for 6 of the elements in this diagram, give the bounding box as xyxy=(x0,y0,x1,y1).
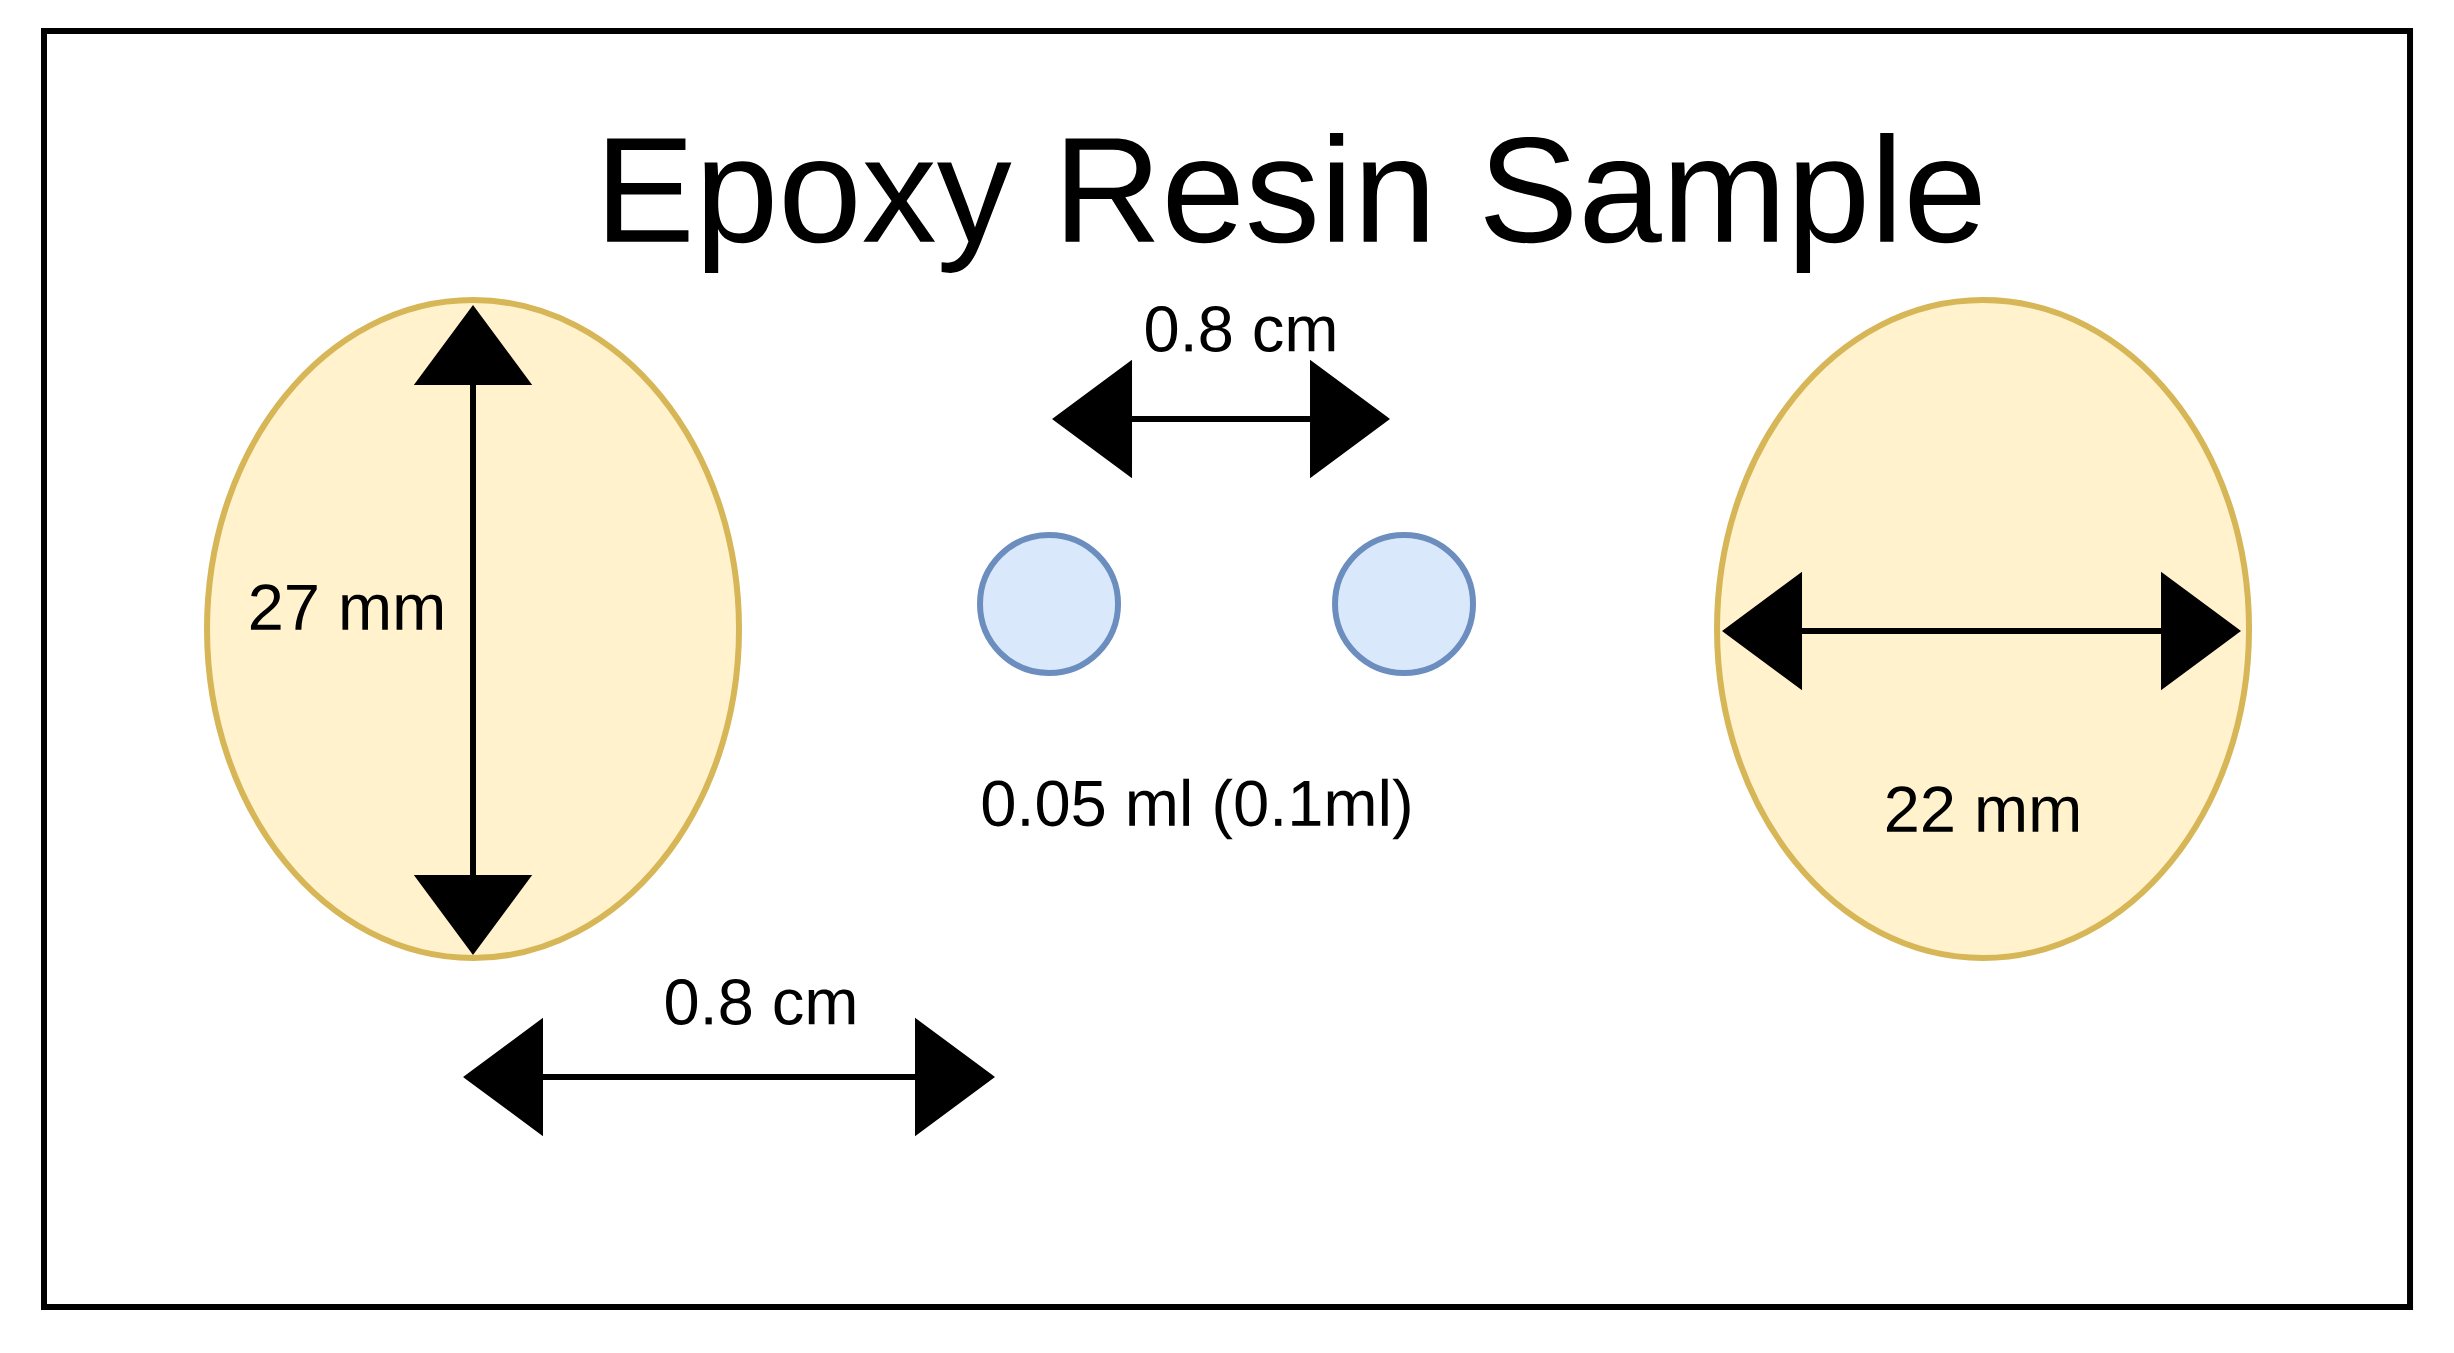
dimension-label: 0.8 cm xyxy=(1146,306,1335,352)
drop-circle xyxy=(977,532,1121,676)
drop-circle xyxy=(1332,532,1476,676)
volume-label: 0.05 ml (0.1ml) xyxy=(982,778,1410,840)
dimension-label: 0.8 cm xyxy=(666,979,855,1025)
title: Epoxy Resin Sample xyxy=(607,133,1981,273)
